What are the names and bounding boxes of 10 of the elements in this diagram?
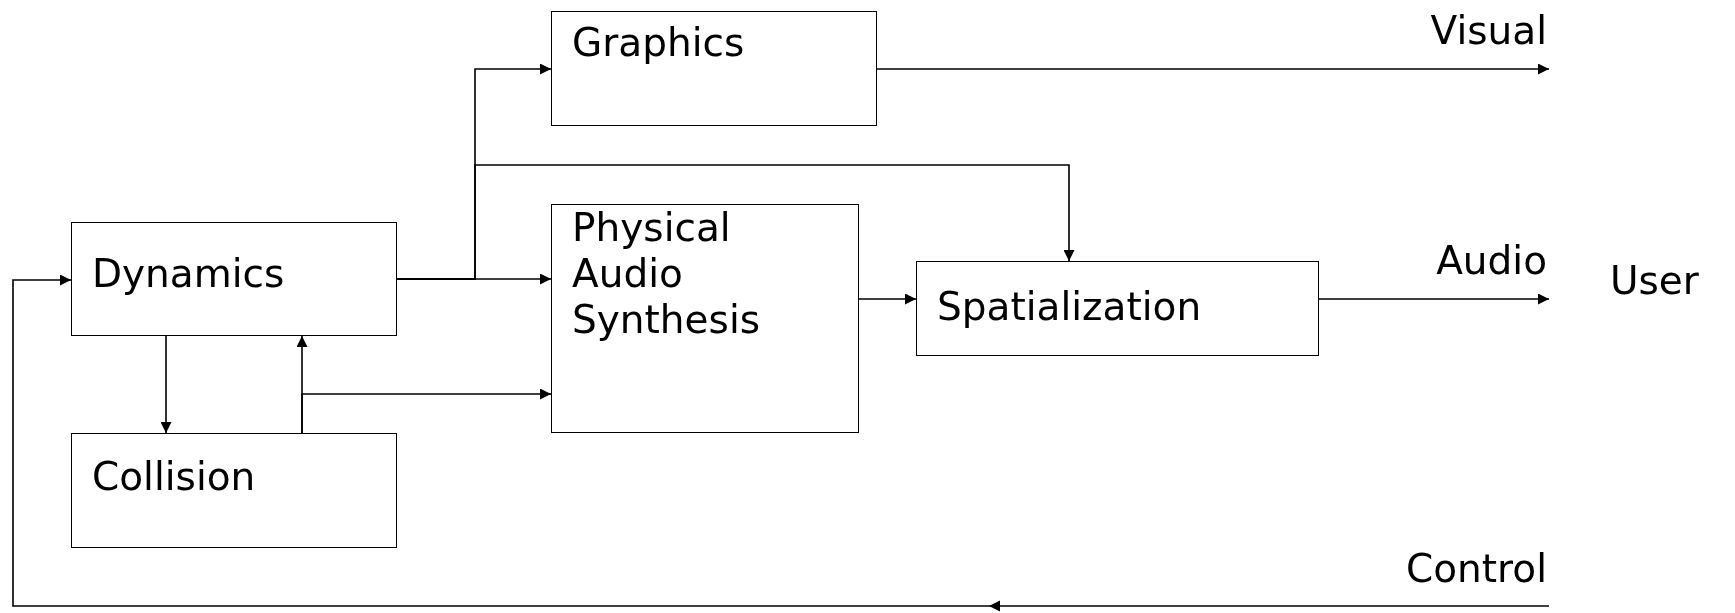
process-box [71, 222, 397, 336]
box-label: Physical Audio Synthesis [572, 205, 762, 344]
process-box [551, 204, 859, 433]
process-box [916, 261, 1319, 356]
box-label: Spatialization [937, 284, 1203, 330]
process-box [71, 433, 397, 548]
process-box [551, 11, 877, 126]
box-label: Graphics [572, 20, 746, 66]
box-label: Collision [92, 454, 257, 500]
box-label: Dynamics [92, 251, 286, 297]
